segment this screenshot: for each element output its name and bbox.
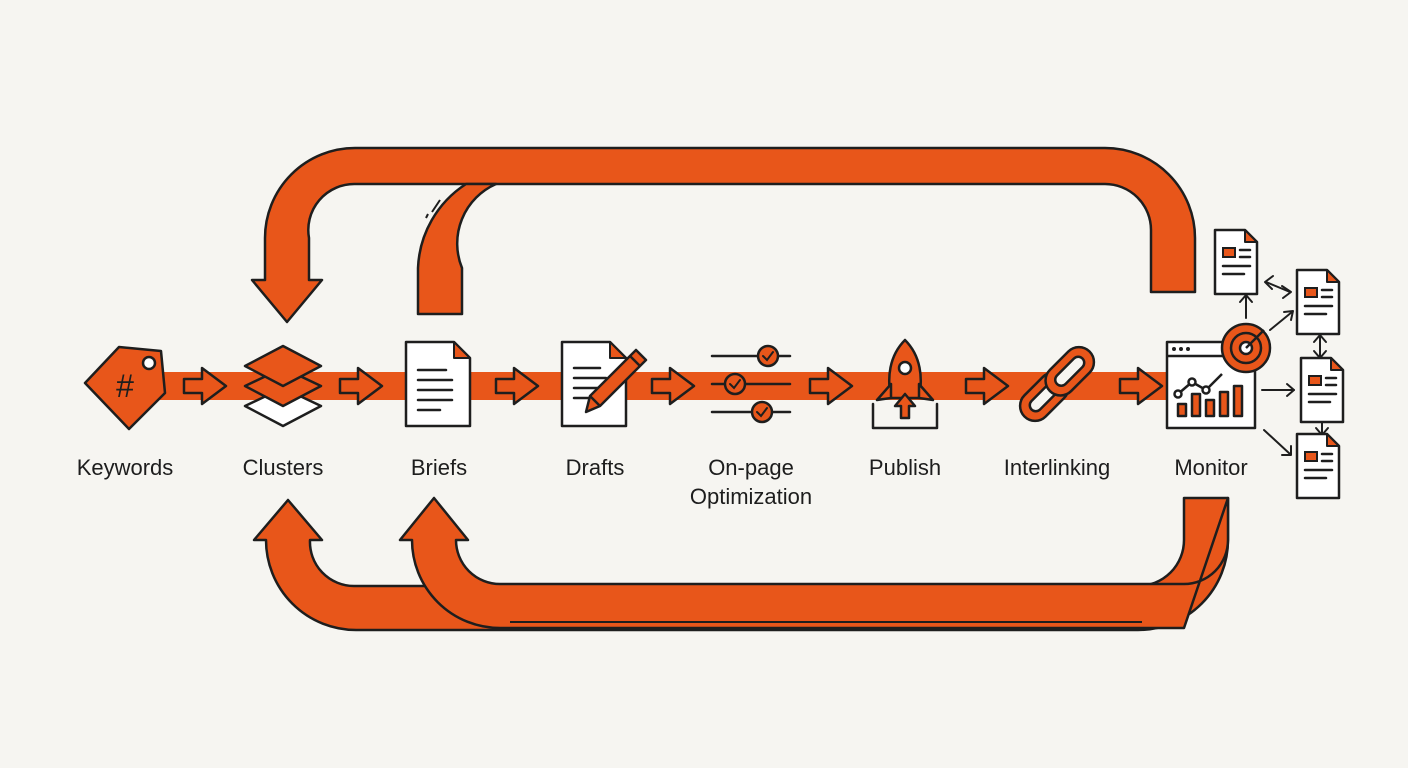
step-arrow bbox=[338, 366, 384, 406]
step-label-clusters: Clusters bbox=[242, 455, 324, 480]
step-arrow bbox=[808, 366, 854, 406]
output-page-icon bbox=[1213, 228, 1259, 296]
bottom-loop-inner-arrow bbox=[398, 496, 1230, 630]
top-loop-arrow bbox=[250, 146, 1197, 324]
output-arrows bbox=[1239, 275, 1329, 456]
step-label-on-page: On-page bbox=[708, 455, 794, 480]
output-page-icon bbox=[1295, 432, 1341, 500]
feedback-loops bbox=[250, 146, 1230, 632]
document-icon bbox=[404, 340, 472, 428]
step-label-keywords: Keywords bbox=[76, 455, 174, 480]
step-arrow bbox=[964, 366, 1010, 406]
step-arrow bbox=[182, 366, 228, 406]
step-arrow bbox=[1118, 366, 1164, 406]
output-page-icon bbox=[1295, 268, 1341, 336]
chain-link-icon bbox=[1018, 345, 1096, 423]
step-label-interlinking: Interlinking bbox=[1003, 455, 1111, 480]
step-arrow bbox=[650, 366, 696, 406]
hashtag-tag-icon: # bbox=[83, 345, 167, 431]
stacked-layers-icon bbox=[243, 344, 323, 428]
step-label-monitor: Monitor bbox=[1174, 455, 1248, 480]
step-arrow bbox=[494, 366, 540, 406]
rocket-icon bbox=[871, 338, 939, 430]
step-arrows bbox=[182, 366, 1164, 406]
document-pencil-icon bbox=[560, 340, 648, 428]
svg-text:#: # bbox=[116, 368, 134, 404]
step-label-publish: Publish bbox=[868, 455, 942, 480]
checklist-sliders-icon bbox=[710, 344, 792, 424]
step-label-drafts: Drafts bbox=[565, 455, 625, 480]
step-label-briefs: Briefs bbox=[410, 455, 468, 480]
analytics-dashboard-icon bbox=[1165, 322, 1272, 430]
step-label-optimization: Optimization bbox=[689, 484, 813, 509]
top-loop-branch bbox=[416, 182, 498, 316]
output-page-icon bbox=[1299, 356, 1345, 424]
